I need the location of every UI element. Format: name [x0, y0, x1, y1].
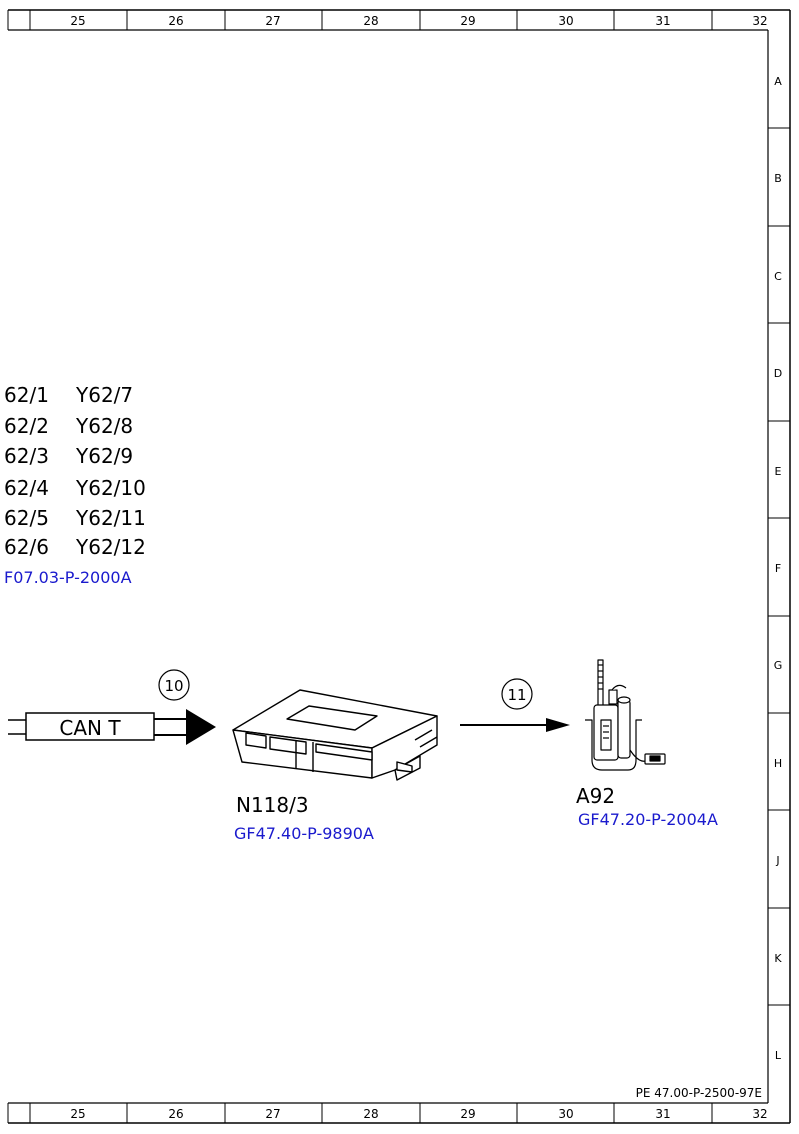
control-unit-illustration — [232, 689, 438, 781]
row-letter: A — [774, 75, 782, 88]
column-number: 32 — [752, 14, 767, 28]
column-number: 27 — [265, 14, 280, 28]
can-bus-label: CAN T — [59, 716, 121, 740]
column-number: 26 — [168, 14, 183, 28]
row-letter: H — [774, 757, 782, 770]
can-bus: CAN T 10 — [8, 669, 216, 745]
step-circle — [158, 669, 190, 701]
column-number: 31 — [655, 1107, 670, 1121]
row-letter: F — [775, 562, 781, 575]
step-number: 10 — [164, 677, 183, 695]
valve-code: Y62/8 — [75, 414, 133, 438]
valve-code: 62/1 — [4, 383, 49, 407]
valve-code: 62/6 — [4, 535, 49, 559]
row-letter: K — [774, 952, 782, 965]
sheet-frame — [7, 9, 791, 1124]
column-number: 29 — [460, 14, 475, 28]
valve-code: 62/2 — [4, 414, 49, 438]
step-circle — [501, 678, 533, 710]
column-numbers-bottom: 25 26 27 28 29 30 31 32 — [70, 1107, 767, 1121]
column-number: 29 — [460, 1107, 475, 1121]
row-letter: C — [774, 270, 782, 283]
valve-code: Y62/11 — [75, 506, 146, 530]
document-number: PE 47.00-P-2500-97E — [636, 1086, 762, 1100]
column-number: 30 — [558, 14, 573, 28]
valve-code: Y62/12 — [75, 535, 146, 559]
column-numbers-top: 25 26 27 28 29 30 31 32 — [70, 14, 767, 28]
column-number: 27 — [265, 1107, 280, 1121]
row-letter: J — [775, 854, 779, 867]
column-number: 25 — [70, 1107, 85, 1121]
valve-code: 62/4 — [4, 476, 49, 500]
control-unit-code: N118/3 — [236, 793, 309, 817]
column-dividers — [29, 10, 713, 1123]
valve-code: Y62/9 — [75, 444, 133, 468]
row-letter: L — [775, 1049, 782, 1062]
control-unit-reference-link[interactable]: GF47.40-P-9890A — [234, 824, 374, 843]
column-number: 25 — [70, 14, 85, 28]
sensor-reference-link[interactable]: GF47.20-P-2004A — [578, 810, 718, 829]
step-arrow: 11 — [460, 678, 570, 732]
row-dividers — [768, 127, 790, 1006]
column-number: 28 — [363, 1107, 378, 1121]
column-number: 32 — [752, 1107, 767, 1121]
row-letter: D — [774, 367, 782, 380]
row-letter: B — [774, 172, 782, 185]
valve-list-reference-link[interactable]: F07.03-P-2000A — [4, 568, 132, 587]
row-letters: A B C D E F G H J K L — [774, 75, 783, 1062]
column-number: 31 — [655, 14, 670, 28]
column-number: 26 — [168, 1107, 183, 1121]
column-number: 28 — [363, 14, 378, 28]
can-bus-arrowhead — [186, 709, 216, 745]
sensor-code: A92 — [576, 784, 615, 808]
row-letter: G — [774, 659, 783, 672]
valve-code: Y62/7 — [75, 383, 133, 407]
valve-code: 62/3 — [4, 444, 49, 468]
row-letter: E — [775, 465, 782, 478]
sensor-illustration — [585, 659, 666, 771]
valve-code: 62/5 — [4, 506, 49, 530]
step-number: 11 — [507, 686, 526, 704]
valve-list: 62/1 62/2 62/3 62/4 62/5 62/6 Y62/7 Y62/… — [4, 383, 146, 587]
column-number: 30 — [558, 1107, 573, 1121]
valve-code: Y62/10 — [75, 476, 146, 500]
can-bus-box — [25, 712, 155, 741]
